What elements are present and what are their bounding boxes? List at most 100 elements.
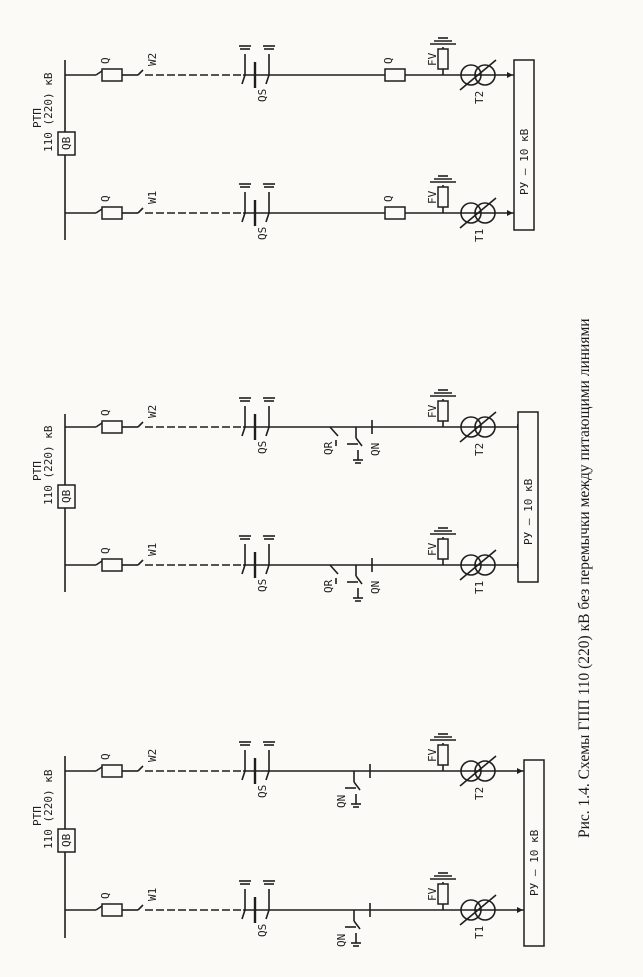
voltage-label: 110 (220) кВ — [42, 769, 55, 849]
disconnector-label: QS — [256, 924, 269, 937]
arrester-label: FV — [426, 887, 439, 901]
transformer-label: T2 — [473, 91, 486, 104]
separator-label: QR — [322, 579, 335, 593]
distribution-board — [517, 411, 539, 583]
breaker-q — [101, 206, 123, 220]
disconnector-qs — [239, 45, 275, 88]
line-label: W2 — [146, 749, 159, 762]
breaker-label: Q — [99, 409, 112, 416]
arrester-label: FV — [426, 190, 439, 204]
transformer-t2 — [459, 411, 497, 443]
disconnector-label: QS — [256, 579, 269, 592]
arrester-label: FV — [426, 52, 439, 66]
bus-breaker-label: QB — [60, 136, 73, 150]
disconnector-label: QS — [256, 785, 269, 798]
hv-breaker-label: Q — [382, 57, 395, 64]
transformer-label: T2 — [473, 443, 486, 456]
short-circuiter-label: QN — [335, 795, 348, 808]
breaker-q — [101, 764, 123, 778]
distribution-board — [513, 59, 535, 231]
breaker-q — [101, 558, 123, 572]
bus-breaker-label: QB — [60, 489, 73, 503]
hv-breaker-q — [384, 206, 406, 220]
scheme-1: РТП 110 (220) кВ QB Q W2 QS — [31, 733, 545, 947]
transformer-t2 — [459, 59, 497, 91]
arrester-label: FV — [426, 542, 439, 556]
feeder-w1: Q W1 QS QR QN — [65, 527, 524, 602]
short-circuiter-qn — [345, 903, 371, 947]
arrester-label: FV — [426, 404, 439, 418]
bus-breaker-label: QB — [60, 833, 73, 847]
disconnector-qs — [239, 397, 275, 440]
disconnector-label: QS — [256, 89, 269, 102]
transformer-label: T1 — [473, 926, 486, 939]
bus-breaker-qb — [57, 131, 76, 156]
short-circuiter-label: QN — [369, 581, 382, 594]
disconnector-label: QS — [256, 441, 269, 454]
feeder-w1: Q W1 QS Q FV T1 — [65, 175, 514, 242]
disconnector-qs — [239, 880, 275, 923]
transformer-label: T1 — [473, 581, 486, 594]
breaker-label: Q — [99, 753, 112, 760]
transformer-t2 — [459, 755, 497, 787]
distribution-label: РУ – 10 кВ — [528, 829, 541, 896]
feeder-w2: Q W2 QS Q FV T2 — [65, 37, 514, 104]
feeder-w2: Q W2 QS QN FV — [65, 733, 524, 808]
source-label: РТП — [31, 461, 44, 481]
breaker-label: Q — [99, 892, 112, 899]
arrester-fv — [430, 37, 456, 75]
figure-caption: Рис. 1.4. Схемы ГПП 110 (220) кВ без пер… — [576, 318, 593, 838]
distribution-label: РУ – 10 кВ — [518, 128, 531, 195]
distribution-board — [523, 759, 545, 947]
short-circuiter-qn — [345, 764, 371, 808]
transformer-label: T1 — [473, 229, 486, 242]
feeder-w1: Q W1 QS QN FV — [65, 872, 524, 947]
source-label: РТП — [31, 806, 44, 826]
separator-qr — [329, 426, 339, 446]
breaker-q — [101, 68, 123, 82]
disconnector-qs — [239, 183, 275, 226]
line-label: W1 — [146, 543, 159, 556]
feeder-w2: Q W2 QS QR QN — [65, 389, 524, 464]
source-label: РТП — [31, 108, 44, 128]
disconnector-label: QS — [256, 227, 269, 240]
short-circuiter-qn — [347, 420, 373, 464]
arrester-fv — [430, 733, 456, 771]
transformer-t1 — [459, 894, 497, 926]
voltage-label: 110 (220) кВ — [42, 72, 55, 152]
transformer-t1 — [459, 197, 497, 229]
breaker-label: Q — [99, 547, 112, 554]
disconnector-qs — [239, 535, 275, 578]
disconnector-qs — [239, 741, 275, 784]
transformer-label: T2 — [473, 787, 486, 800]
arrester-fv — [430, 527, 456, 565]
short-circuiter-label: QN — [335, 934, 348, 947]
breaker-q — [101, 420, 123, 434]
line-label: W2 — [146, 405, 159, 418]
line-label: W1 — [146, 191, 159, 204]
bus-breaker-qb — [57, 484, 76, 509]
transformer-t1 — [459, 549, 497, 581]
separator-label: QR — [322, 441, 335, 455]
arrester-fv — [430, 872, 456, 910]
voltage-label: 110 (220) кВ — [42, 425, 55, 505]
breaker-label: Q — [99, 195, 112, 202]
arrester-fv — [430, 175, 456, 213]
line-label: W2 — [146, 53, 159, 66]
bus-breaker-qb — [57, 828, 76, 853]
breaker-q — [101, 903, 123, 917]
short-circuiter-label: QN — [369, 443, 382, 456]
scheme-3: РТП 110 (220) кВ QB Q W2 QS Q — [31, 37, 535, 242]
breaker-label: Q — [99, 57, 112, 64]
hv-breaker-label: Q — [382, 195, 395, 202]
arrester-label: FV — [426, 748, 439, 762]
hv-breaker-q — [384, 68, 406, 82]
line-label: W1 — [146, 888, 159, 901]
distribution-label: РУ – 10 кВ — [522, 478, 535, 545]
short-circuiter-qn — [347, 558, 373, 602]
scheme-2: РТП 110 (220) кВ QB Q W2 QS — [31, 389, 539, 602]
separator-qr — [329, 564, 339, 584]
arrester-fv — [430, 389, 456, 427]
